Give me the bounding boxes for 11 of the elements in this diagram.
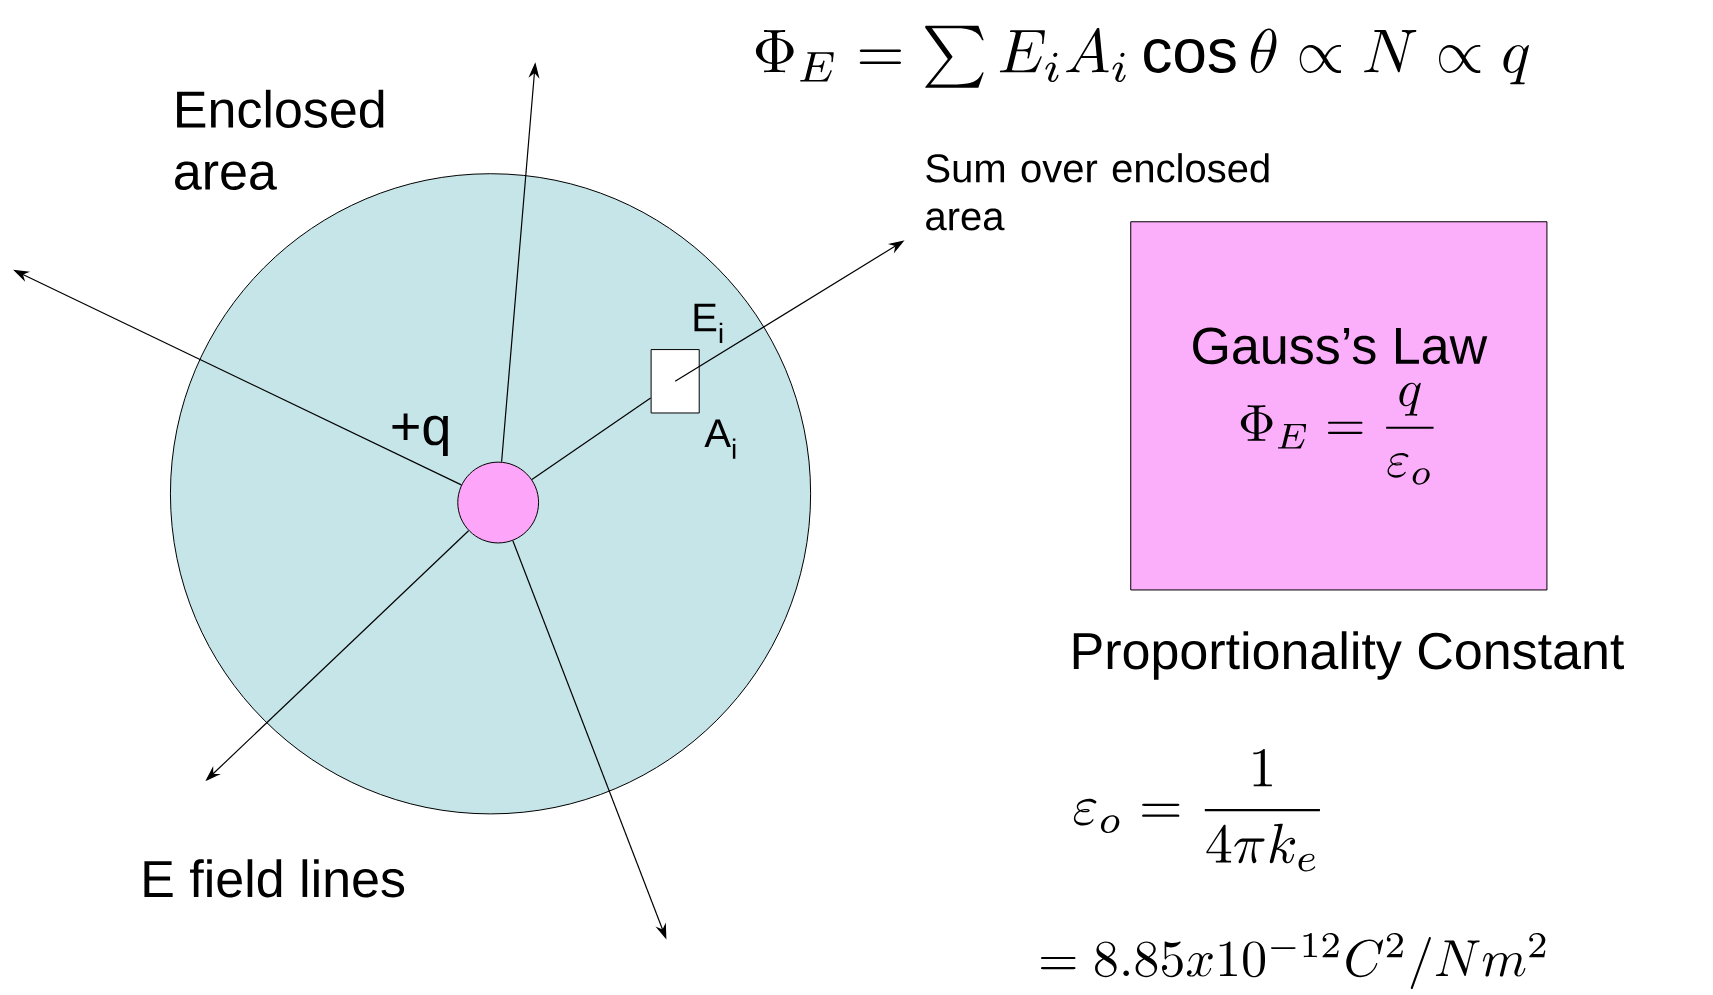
formula: $\Phi_E = \sum E_i A_i \cos\theta \propto N \propto q$ [755, 25, 1529, 88]
beside-label: +q [392, 413, 448, 456]
formula: $\varepsilon_o = \frac{1}{4\pi k_e}$ [1073, 748, 1320, 872]
text-label: Enclosed area [175, 89, 384, 190]
beside-label: E$_{i}$ [694, 303, 723, 343]
text-label: E field lines [144, 859, 405, 898]
charge-circle [457, 461, 540, 544]
beside-label: A$_{i}$ [704, 419, 736, 459]
formula: $= 8.85x10^{-12} C^2 / Nm^2$ [1041, 932, 1546, 989]
law-box: Gauss’s Law $\Phi_E = \frac{q}{\varepsilon_o}$ [1130, 221, 1548, 591]
area-element-square [650, 348, 700, 414]
